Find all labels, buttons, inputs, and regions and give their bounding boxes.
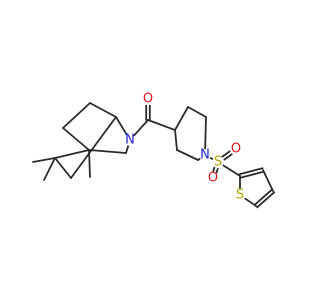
bond-P3-P2 — [176, 149, 199, 161]
bond-S1-T2 — [222, 164, 241, 177]
bond-Ctop-C1 — [89, 102, 117, 118]
bond-P6-P5 — [187, 106, 207, 118]
o-sulfonyl-top-label: O — [231, 142, 241, 157]
bond-T4-T5-double — [256, 191, 276, 209]
bond-P2-NP — [197, 157, 201, 161]
bond-layer — [32, 102, 276, 209]
bond-CH2a-Ctop — [62, 102, 91, 129]
bond-S1-OSb-double — [215, 167, 219, 174]
bond-T2-T3-double — [239, 170, 265, 179]
bond-S1-OSb-double — [212, 166, 216, 173]
bond-P5-P4 — [174, 106, 189, 131]
bond-T4-T5-double — [253, 188, 273, 206]
bond-C5-CH2a — [62, 127, 90, 151]
bond-S1-OSt-double — [221, 150, 231, 158]
bond-CMe-CMeB — [43, 157, 56, 181]
bond-NP-S1 — [209, 157, 214, 160]
s-thiophene-label: S — [236, 188, 244, 203]
n-piperidine-label: N — [200, 148, 210, 163]
bond-C5-CMe5 — [88, 149, 91, 178]
bond-CO-P4 — [147, 119, 176, 131]
bond-C1-N6 — [115, 116, 128, 136]
bond-CH2n-C5 — [88, 149, 127, 154]
bond-N6-CH2n — [125, 145, 129, 154]
bond-N6-CO — [133, 119, 149, 137]
s-sulfonyl-label: S — [214, 155, 222, 170]
n-bicyclic-label: N — [125, 133, 135, 148]
bond-T3-T4 — [262, 169, 274, 192]
bond-S1-OSt-double — [223, 153, 233, 161]
bond-P4-P3 — [174, 129, 178, 151]
o-carbonyl-label: O — [143, 92, 153, 107]
bond-CMe-CMeA — [32, 157, 56, 163]
bond-T5-ST — [244, 197, 257, 207]
o-sulfonyl-bottom-label: O — [208, 171, 218, 186]
bond-NP-P6 — [204, 116, 207, 150]
bond-T2-T3-double — [238, 167, 264, 176]
bond-CH2b-C1 — [70, 116, 117, 179]
bond-C5-CMe — [54, 149, 90, 159]
bond-CMe-CH2b — [54, 157, 72, 179]
